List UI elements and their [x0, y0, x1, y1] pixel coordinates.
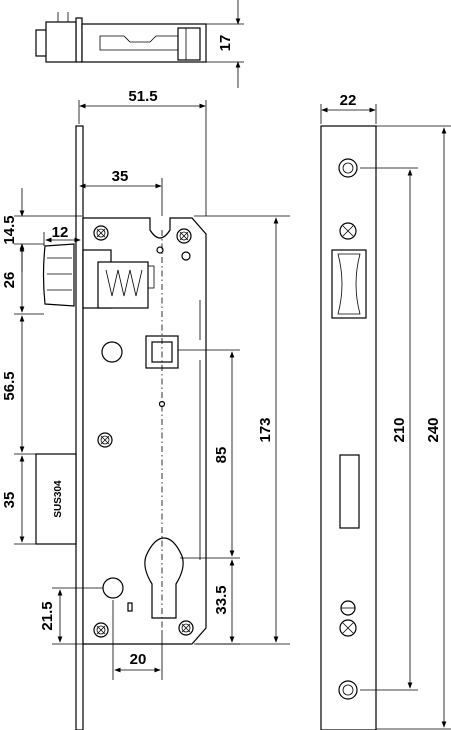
top-view-slot	[99, 35, 179, 51]
dim-faceplate-240: 240	[425, 417, 442, 442]
dim-latch-26: 26	[1, 272, 18, 289]
lock-case	[82, 217, 207, 645]
material-stamp: SUS304	[53, 480, 64, 518]
front-bolt-slot	[339, 454, 360, 529]
latch-spring	[105, 269, 143, 297]
dim-backset-35: 35	[112, 168, 129, 185]
hole-lower	[102, 577, 124, 599]
side-faceplate	[75, 125, 84, 730]
top-view-latch-body	[45, 21, 77, 63]
handle-follower	[145, 335, 179, 369]
dim-faceplate-width: 22	[340, 92, 357, 109]
front-screw-upper	[339, 222, 357, 240]
rivet-top	[181, 251, 191, 261]
screw-bottom-right	[178, 620, 194, 636]
front-screw-lower	[339, 619, 357, 637]
dim-screw-210: 210	[391, 417, 408, 442]
screw-middle	[97, 432, 113, 448]
hole-upper	[101, 341, 123, 363]
slot-small	[127, 602, 133, 612]
dim-projection-12: 12	[52, 224, 69, 241]
dim-center-85: 85	[213, 447, 230, 464]
screw-top-left	[93, 225, 109, 241]
dim-case-173: 173	[257, 417, 274, 442]
front-screw-lower-slotted	[340, 600, 356, 616]
dim-bottom-20: 20	[130, 651, 147, 668]
rivet-mid	[156, 246, 164, 254]
dim-top-14-5: 14.5	[1, 215, 18, 244]
latch-bolt	[42, 243, 149, 309]
dim-latch-height: 17	[217, 35, 234, 52]
screw-bottom-left	[93, 622, 109, 638]
side-view: SUS304 51.5 35 173 85 33.5	[1, 88, 290, 730]
dim-cylinder-33-5: 33.5	[213, 585, 230, 614]
front-screw-hole-top	[338, 158, 358, 178]
top-view-end-plate	[177, 27, 201, 61]
dim-bolt-35: 35	[1, 492, 18, 509]
dim-backset-total: 51.5	[128, 88, 157, 105]
dim-bottom-21-5: 21.5	[39, 601, 56, 630]
screw-top-right	[176, 228, 192, 244]
front-screw-hole-bottom	[338, 680, 358, 700]
front-faceplate	[320, 125, 377, 730]
front-latch	[331, 249, 367, 319]
dead-bolt: SUS304	[35, 453, 77, 545]
top-view-faceplate	[75, 17, 83, 63]
cylinder-cutout	[144, 537, 184, 619]
top-view: 17	[35, 0, 244, 88]
dim-spacing-56-5: 56.5	[1, 371, 18, 400]
front-view: 22 210 240	[320, 92, 451, 730]
